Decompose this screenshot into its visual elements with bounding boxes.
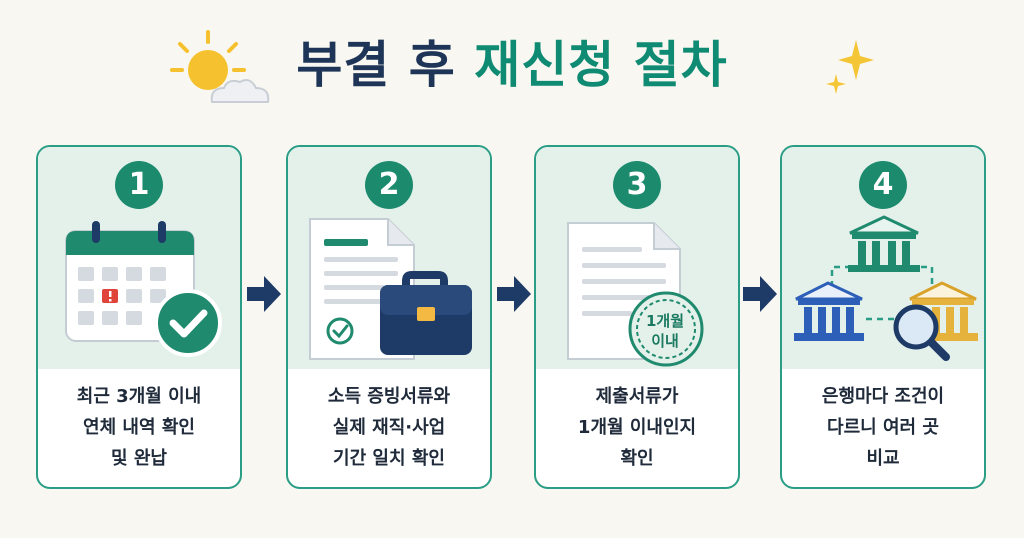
step-card-3: 3 1개월 이내 제출서류가 1개월 이내인지 확인 [534, 145, 740, 489]
stamp-label: 1개월 이내 [638, 311, 692, 351]
step-caption: 제출서류가 1개월 이내인지 확인 [542, 381, 732, 474]
stamp-line: 1개월 [645, 312, 685, 330]
step-number-badge: 1 [115, 161, 163, 209]
stamp-line: 이내 [651, 332, 679, 350]
step-number-badge: 3 [613, 161, 661, 209]
step-caption: 최근 3개월 이내 연체 내역 확인 및 완납 [44, 381, 234, 474]
caption-line: 다르니 여러 곳 [827, 417, 939, 438]
sparkle-icon [826, 40, 876, 104]
arrow-right-icon [743, 276, 777, 316]
caption-line: 실제 재직·사업 [332, 417, 446, 438]
step-card-4: 4 [780, 145, 986, 489]
caption-line: 확인 [620, 448, 654, 469]
caption-line: 소득 증빙서류와 [327, 386, 451, 407]
caption-line: 기간 일치 확인 [333, 448, 445, 469]
documents-briefcase-icon [288, 209, 490, 373]
page-title: 부결 후 재신청 절차 [0, 30, 1024, 100]
arrow-right-icon [497, 276, 531, 316]
calendar-check-icon [38, 209, 240, 373]
caption-line: 비교 [866, 448, 900, 469]
step-number-badge: 4 [859, 161, 907, 209]
title-part-1: 부결 후 [296, 36, 456, 94]
step-card-2: 2 소득 증빙서류와 실제 재직·사업 기간 일치 확인 [286, 145, 492, 489]
title-part-2: 재신청 절차 [474, 36, 728, 94]
banks-compare-icon [782, 209, 984, 373]
caption-line: 및 완납 [111, 448, 167, 469]
arrow-right-icon [247, 276, 281, 316]
step-caption: 은행마다 조건이 다르니 여러 곳 비교 [788, 381, 978, 474]
sun-cloud-icon [166, 28, 276, 112]
caption-line: 연체 내역 확인 [83, 417, 195, 438]
caption-line: 1개월 이내인지 [577, 417, 697, 438]
caption-line: 최근 3개월 이내 [76, 386, 202, 407]
step-caption: 소득 증빙서류와 실제 재직·사업 기간 일치 확인 [294, 381, 484, 474]
step-card-1: 1 최근 3개월 이내 연체 내역 확인 및 완납 [36, 145, 242, 489]
caption-line: 은행마다 조건이 [821, 386, 945, 407]
step-number-badge: 2 [365, 161, 413, 209]
document-stamp-icon [536, 209, 738, 373]
caption-line: 제출서류가 [595, 386, 679, 407]
